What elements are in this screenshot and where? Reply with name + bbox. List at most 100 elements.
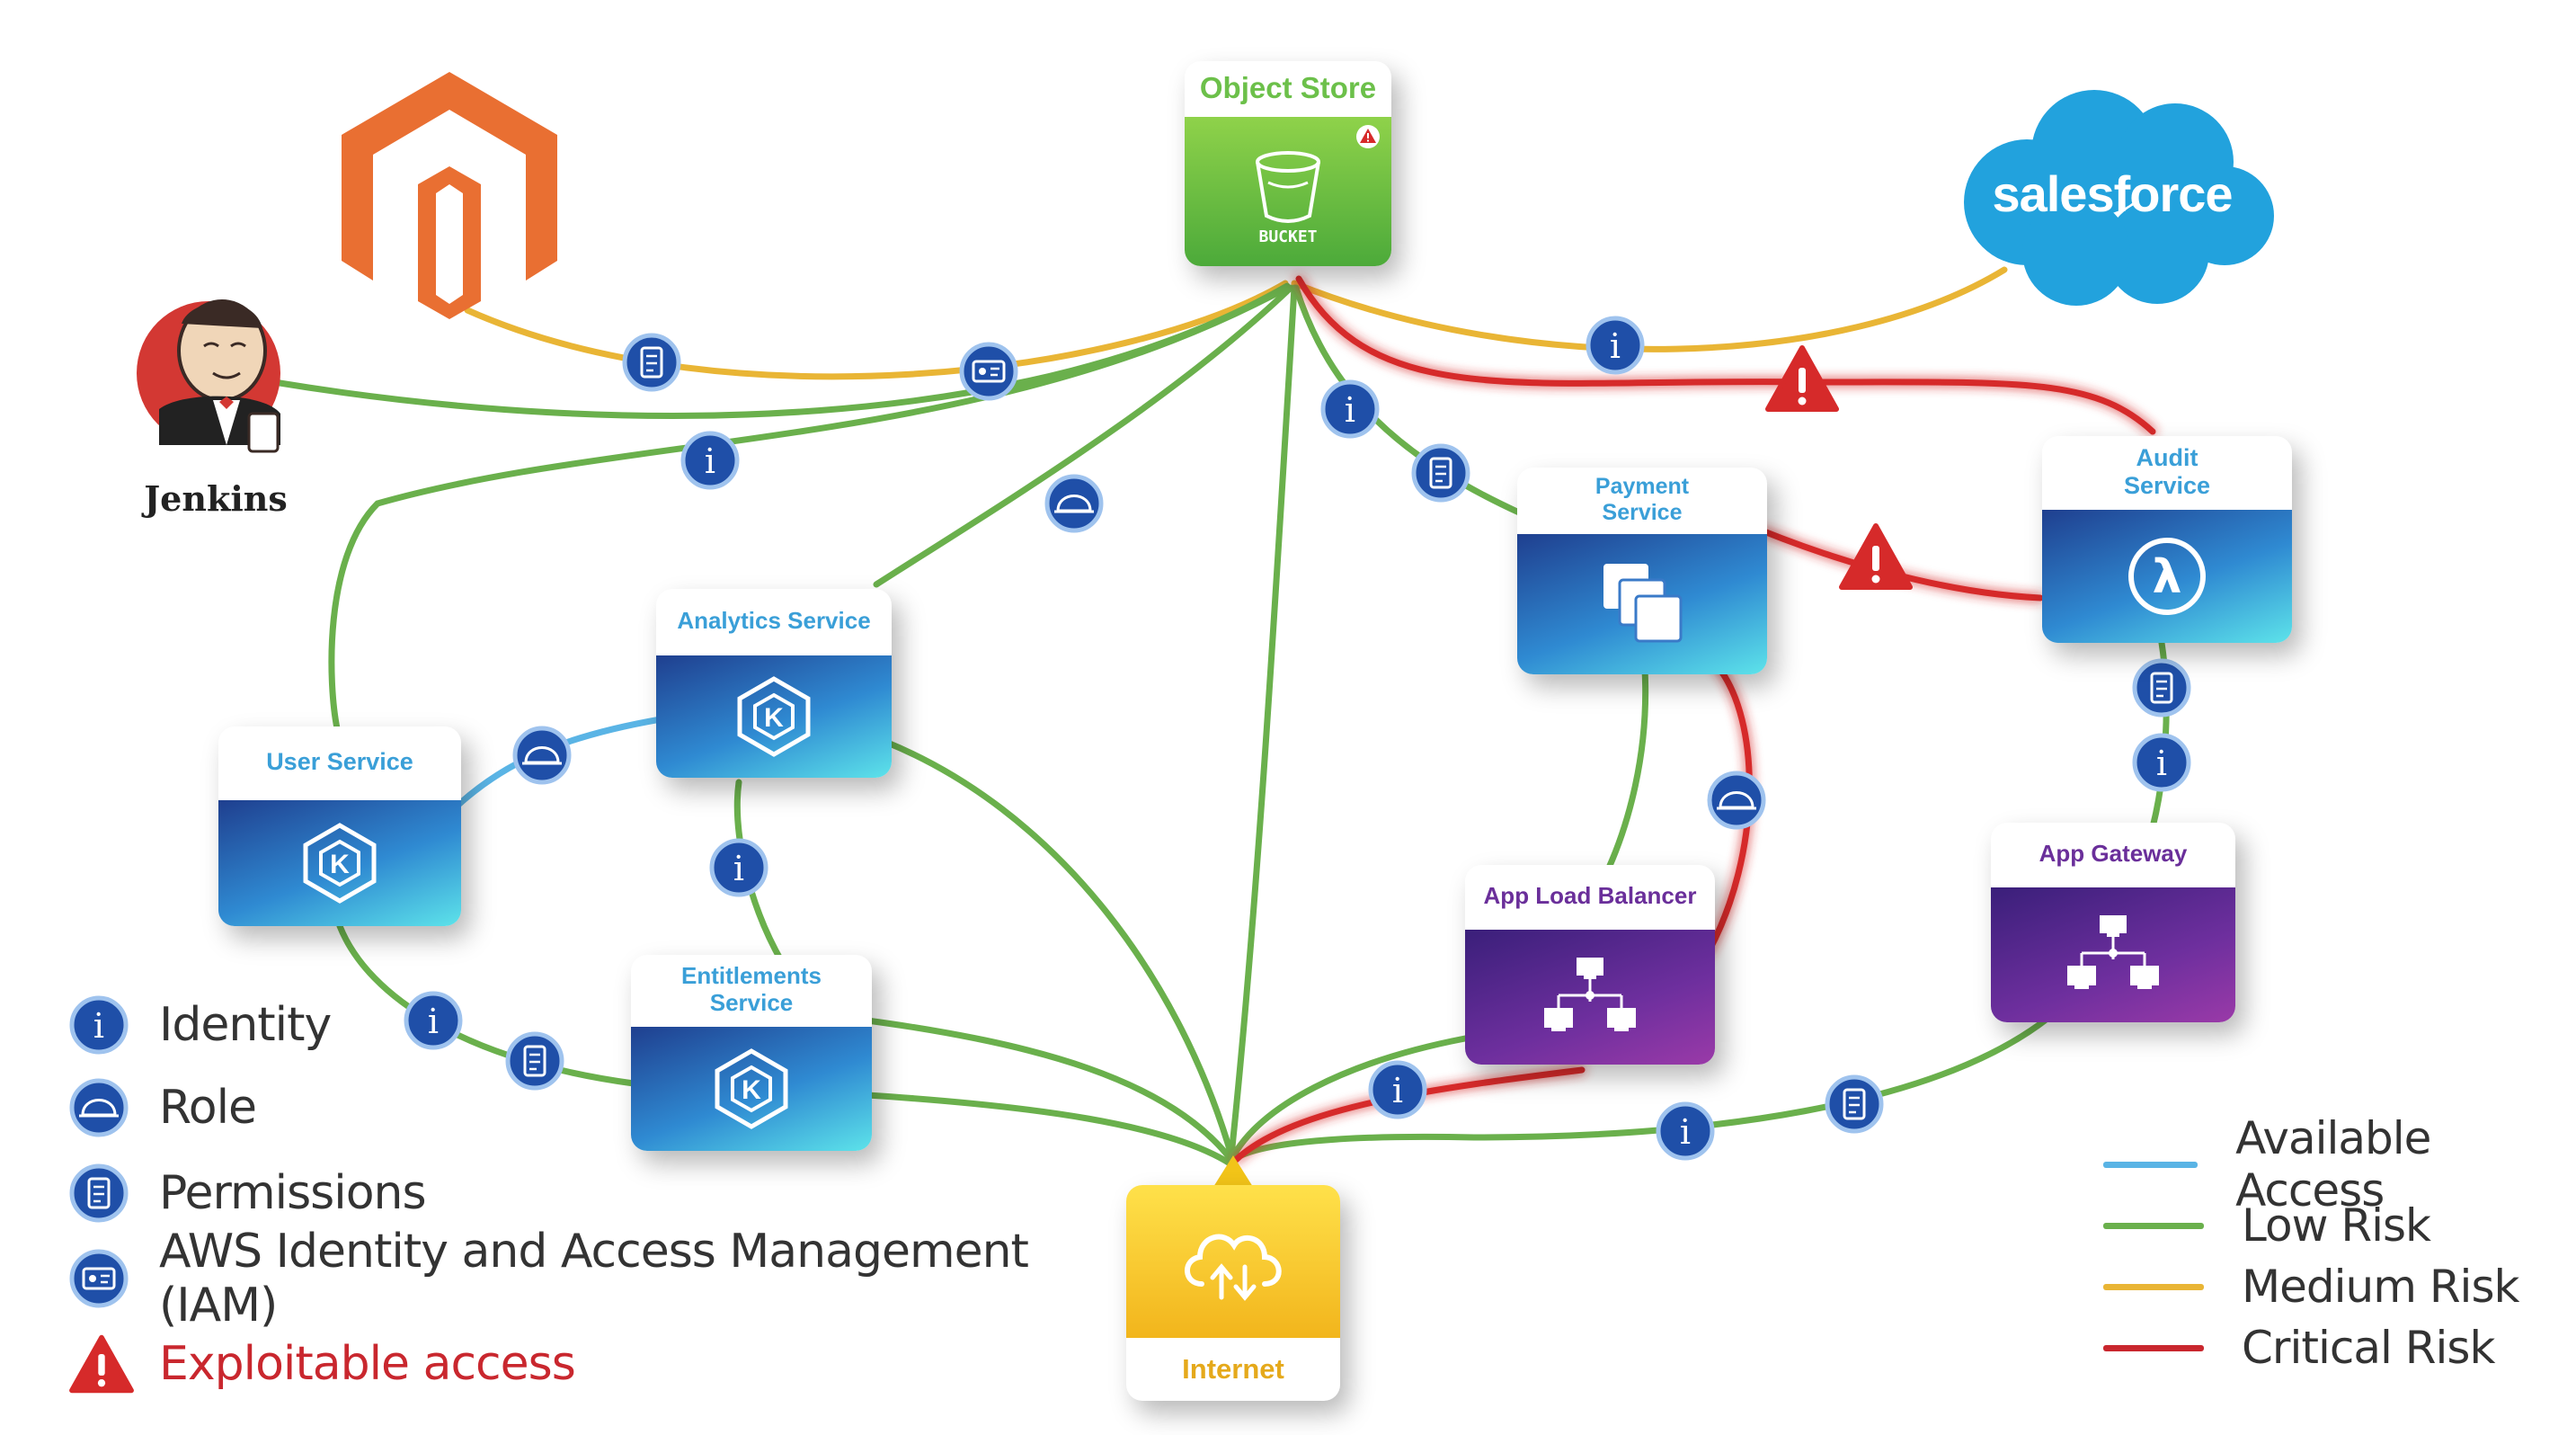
audit-service-body: λ: [2042, 510, 2292, 643]
internet-connector-tip: [1213, 1155, 1253, 1187]
svg-text:K: K: [742, 1075, 761, 1105]
warning-icon[interactable]: [1765, 345, 1839, 412]
app-gateway-card[interactable]: App Gateway: [1991, 823, 2235, 1022]
entitlements-service-card[interactable]: Entitlements Service K: [631, 955, 872, 1151]
app-load-balancer-title: App Load Balancer: [1483, 882, 1697, 910]
legend-swatch: [2103, 1222, 2204, 1229]
internet-card[interactable]: Internet: [1126, 1185, 1340, 1401]
object-store-card[interactable]: Object Store BUCKET: [1185, 61, 1391, 266]
edge-magento-object-store[interactable]: [464, 280, 1289, 380]
legend-label: Exploitable access: [159, 1337, 576, 1391]
app-load-balancer-body: [1465, 930, 1715, 1065]
legend-item-role: Role: [67, 1076, 1056, 1139]
network-icon: [2067, 915, 2159, 989]
edge-analytics-internet[interactable]: [882, 738, 1235, 1159]
kubernetes-icon: K: [303, 823, 377, 904]
payment-service-card[interactable]: Payment Service: [1517, 468, 1767, 674]
iam-icon: [69, 1249, 129, 1308]
role-icon[interactable]: [1707, 771, 1766, 830]
audit-service-title: Audit Service: [2123, 443, 2211, 499]
role-icon[interactable]: [512, 726, 572, 785]
identity-icon[interactable]: i: [709, 838, 768, 897]
iam-icon[interactable]: [959, 342, 1018, 401]
salesforce-logo: [1964, 90, 2274, 306]
role-icon[interactable]: [1044, 474, 1104, 533]
svg-text:i: i: [93, 1006, 104, 1046]
edge-object-store-internet[interactable]: [1228, 284, 1298, 1159]
warning-icon: [1356, 125, 1380, 148]
svg-text:i: i: [1610, 326, 1621, 366]
svg-text:K: K: [764, 703, 784, 733]
magento-logo: [342, 72, 557, 319]
user-service-body: K: [218, 800, 461, 926]
legend-item-low: Low Risk: [2103, 1199, 2571, 1252]
edge-object-store-salesforce[interactable]: [1291, 266, 2008, 352]
identity-icon[interactable]: i: [1320, 379, 1380, 439]
edge-entitlements-internet-b[interactable]: [864, 1092, 1235, 1168]
kubernetes-icon: K: [737, 676, 811, 757]
svg-text:i: i: [733, 849, 744, 888]
identity-icon[interactable]: i: [1586, 316, 1645, 375]
lambda-icon: λ: [2128, 538, 2206, 615]
edge-object-store-analytics[interactable]: [873, 284, 1294, 588]
object-store-sublabel: BUCKET: [1258, 227, 1318, 246]
analytics-service-title: Analytics Service: [677, 607, 871, 635]
svg-text:λ: λ: [2153, 550, 2182, 604]
identity-icon[interactable]: i: [1656, 1101, 1715, 1161]
legend-swatch: [2103, 1344, 2204, 1351]
internet-body: [1126, 1185, 1340, 1338]
bucket-icon: [1256, 151, 1320, 223]
role-icon: [69, 1078, 129, 1137]
kubernetes-icon: K: [715, 1048, 788, 1129]
identity-icon[interactable]: i: [404, 991, 463, 1050]
legend-item-critical: Critical Risk: [2103, 1321, 2571, 1375]
legend-swatch: [2103, 1283, 2204, 1290]
app-load-balancer-card[interactable]: App Load Balancer: [1465, 865, 1715, 1065]
edge-object-store-audit[interactable]: [1295, 275, 2156, 435]
user-service-title: User Service: [266, 748, 413, 776]
cloud-upload-download-icon: [1185, 1234, 1282, 1301]
jenkins-logo: [137, 299, 280, 453]
legend-label: AWS Identity and Access Management (IAM): [159, 1225, 1029, 1332]
legend-label: Low Risk: [2242, 1199, 2431, 1252]
permissions-icon[interactable]: [1411, 443, 1470, 503]
user-service-card[interactable]: User Service K: [218, 726, 461, 926]
edge-gateway-internet[interactable]: [1230, 1017, 2048, 1163]
payment-service-body: [1517, 534, 1767, 674]
permissions-icon[interactable]: [2132, 658, 2191, 718]
identity-icon[interactable]: i: [1368, 1060, 1427, 1119]
analytics-service-card[interactable]: Analytics Service K: [656, 589, 892, 778]
edge-object-store-user-service[interactable]: [328, 284, 1291, 732]
permissions-icon: [69, 1163, 129, 1223]
object-store-title: Object Store: [1199, 71, 1377, 105]
svg-text:i: i: [1345, 390, 1355, 430]
legend-label: Available Access: [2235, 1112, 2431, 1217]
legend-item-medium: Medium Risk: [2103, 1260, 2571, 1314]
pages-icon: [1603, 564, 1683, 643]
svg-text:i: i: [2156, 744, 2167, 783]
edge-payment-load-balancer[interactable]: [1605, 666, 1649, 871]
analytics-service-body: K: [656, 655, 892, 778]
edge-load-balancer-internet[interactable]: [1228, 1035, 1469, 1163]
svg-text:i: i: [1680, 1112, 1691, 1152]
audit-service-card[interactable]: Audit Service λ: [2042, 436, 2292, 643]
warning-icon[interactable]: [1839, 523, 1913, 590]
legend-label: Role: [159, 1081, 257, 1135]
legend-item-iam: AWS Identity and Access Management (IAM): [67, 1225, 1056, 1332]
salesforce-label: salesforce: [1992, 165, 2233, 222]
permissions-icon[interactable]: [505, 1031, 564, 1091]
legend-swatch: [2103, 1161, 2198, 1168]
edge-entitlements-internet-a[interactable]: [864, 1017, 1235, 1163]
payment-service-title: Payment Service: [1594, 474, 1690, 525]
legend-label: Critical Risk: [2242, 1322, 2495, 1374]
identity-icon: i: [69, 995, 129, 1055]
svg-text:i: i: [705, 441, 715, 481]
permissions-icon[interactable]: [1825, 1074, 1884, 1134]
permissions-icon[interactable]: [622, 333, 681, 392]
entitlements-service-body: K: [631, 1027, 872, 1151]
identity-icon[interactable]: i: [2132, 733, 2191, 792]
warning-icon: [69, 1334, 134, 1394]
identity-icon[interactable]: i: [680, 431, 740, 490]
legend-label: Medium Risk: [2242, 1261, 2519, 1313]
